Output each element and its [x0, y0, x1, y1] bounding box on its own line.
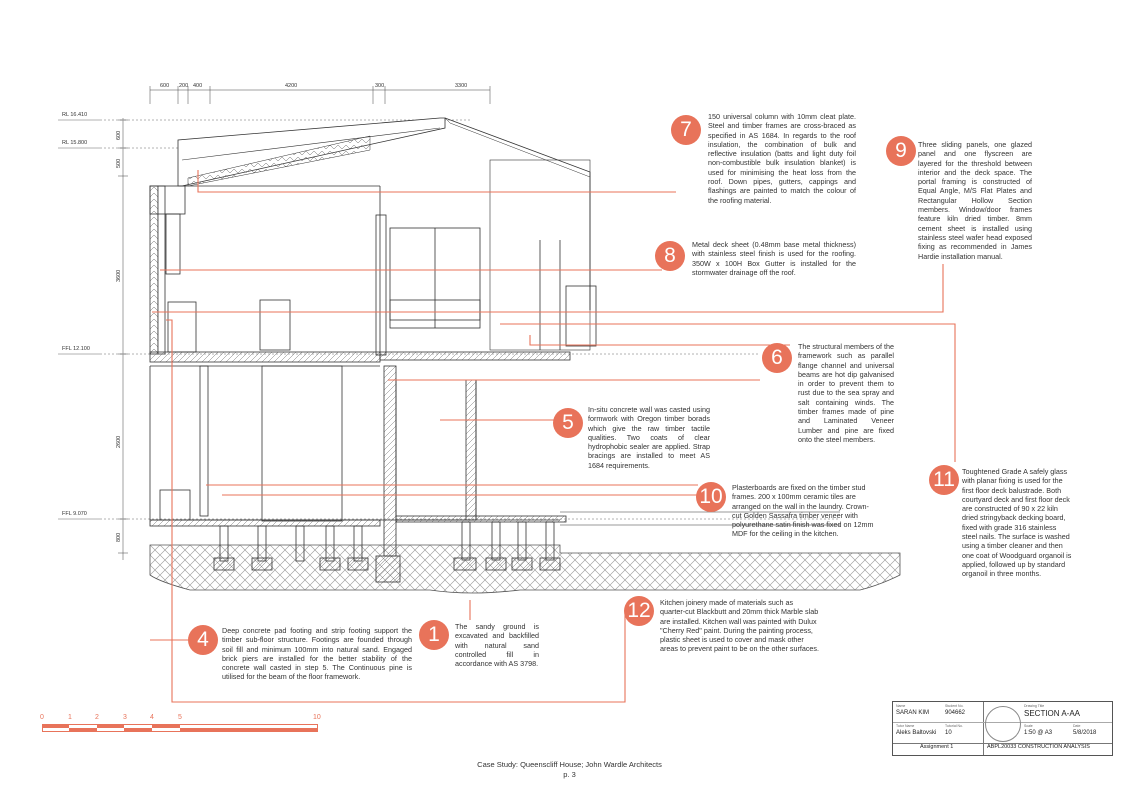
vdim-800: 800 [116, 532, 122, 542]
scale-label-4: 4 [150, 714, 154, 721]
dimension-lines [118, 86, 491, 560]
level-ffl-9070: FFL 9.070 [62, 511, 87, 517]
page-number: p. 3 [563, 770, 576, 779]
note-12-text: Kitchen joinery made of materials such a… [660, 598, 820, 654]
tb-scale-label: Scale [1024, 724, 1033, 728]
page-caption: Case Study: Queenscliff House; John Ward… [477, 760, 662, 769]
tb-date-label: Date [1073, 724, 1081, 728]
scale-label-10: 10 [313, 714, 321, 721]
scale-label-1: 1 [68, 714, 72, 721]
note-8-text: Metal deck sheet (0.48mm base metal thic… [692, 240, 856, 277]
leader-lines [150, 170, 956, 703]
tb-date: 5/8/2018 [1073, 730, 1097, 736]
note-9-badge: 9 [886, 136, 916, 166]
dim-3300: 3300 [455, 83, 468, 89]
dim-300: 300 [375, 83, 385, 89]
dim-4200: 4200 [285, 83, 298, 89]
note-6-text: The structural members of the framework … [798, 342, 894, 444]
title-block [892, 701, 1113, 756]
note-12-badge: 12 [624, 596, 654, 626]
scale-label-5: 5 [178, 714, 182, 721]
vdim-2600: 2600 [116, 435, 122, 448]
tb-name: SARAN KIM [896, 710, 930, 716]
tb-student-no-label: Student No. [945, 704, 964, 708]
scale-bar [42, 724, 318, 733]
tb-student-no: 904662 [945, 710, 966, 716]
note-7-text: 150 universal column with 10mm cleat pla… [708, 112, 856, 205]
note-1-badge: 1 [419, 620, 449, 650]
tb-tutorial: 10 [945, 730, 952, 736]
tb-tutor-label: Tutor Name [896, 724, 915, 728]
dim-200: 200 [179, 83, 189, 89]
tb-drawing-title-label: Drawing Title [1024, 704, 1045, 708]
tb-tutor: Aleks Baltovski [896, 730, 937, 736]
vdim-600: 600 [116, 130, 122, 140]
tb-course: ABPL20033 CONSTRUCTION ANALYSIS [987, 744, 1090, 750]
vdim-500: 500 [116, 158, 122, 168]
tb-drawing-title: SECTION A-AA [1024, 709, 1081, 718]
tb-name-label: Name [896, 704, 906, 708]
note-4-badge: 4 [188, 625, 218, 655]
note-10-text: Plasterboards are fixed on the timber st… [732, 483, 874, 539]
note-1-text: The sandy ground is excavated and backfi… [455, 622, 539, 669]
title-block-seal [985, 706, 1021, 742]
note-5-badge: 5 [553, 408, 583, 438]
note-10-badge: 10 [696, 482, 726, 512]
note-6-badge: 6 [762, 343, 792, 373]
note-7-badge: 7 [671, 115, 701, 145]
note-5-text: In-situ concrete wall was casted using f… [588, 405, 710, 470]
level-ffl-12100: FFL 12.100 [62, 346, 90, 352]
note-11-text: Toughtened Grade A safely glass with pla… [962, 467, 1072, 579]
scale-label-2: 2 [95, 714, 99, 721]
note-9-text: Three sliding panels, one glazed panel a… [918, 140, 1032, 261]
scale-label-3: 3 [123, 714, 127, 721]
dim-400: 400 [193, 83, 203, 89]
note-8-badge: 8 [655, 241, 685, 271]
tb-tutorial-label: Tutorial No. [945, 724, 963, 728]
level-rl-16410: RL 16.410 [62, 112, 88, 118]
note-4-text: Deep concrete pad footing and strip foot… [222, 626, 412, 682]
dim-600: 600 [160, 83, 170, 89]
note-11-badge: 11 [929, 465, 959, 495]
tb-scale: 1:50 @ A3 [1024, 730, 1053, 736]
level-rl-15800: RL 15.800 [62, 140, 88, 146]
tb-assignment: Assignment 1 [920, 744, 954, 750]
vdim-3600: 3600 [116, 269, 122, 282]
scale-label-0: 0 [40, 714, 44, 721]
